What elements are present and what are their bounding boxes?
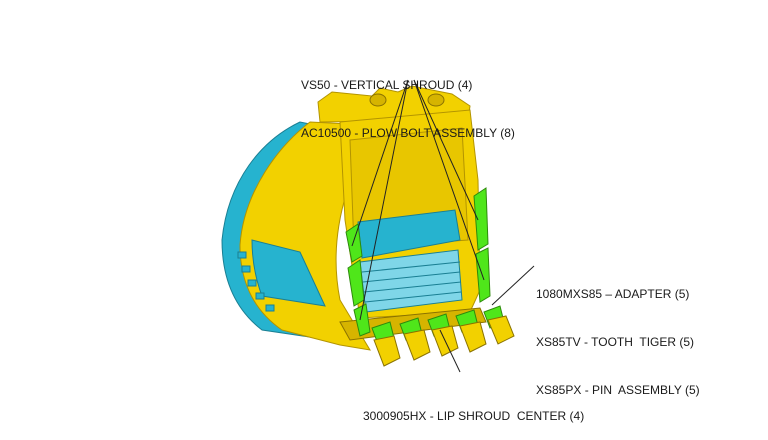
vertical-shroud-label: VS50 - VERTICAL SHROUD (4) <box>301 78 473 92</box>
label-block-right: 1080MXS85 – ADAPTER (5) XS85TV - TOOTH T… <box>536 254 700 414</box>
label-block-top: VS50 - VERTICAL SHROUD (4) AC10500 - PLO… <box>301 45 515 157</box>
tooth-label: XS85TV - TOOTH TIGER (5) <box>536 335 695 349</box>
plow-bolt-label: AC10500 - PLOW BOLT ASSEMBLY (8) <box>301 126 515 140</box>
lip-shroud-label: 3000905HX - LIP SHROUD CENTER (4) <box>363 409 585 423</box>
adapter-label: 1080MXS85 – ADAPTER (5) <box>536 287 690 301</box>
label-block-bottom: 3000905HX - LIP SHROUD CENTER (4) <box>363 376 584 440</box>
vertical-shrouds <box>345 187 491 337</box>
leader-lines <box>351 79 535 373</box>
pin-label: XS85PX - PIN ASSEMBLY (5) <box>536 383 700 397</box>
